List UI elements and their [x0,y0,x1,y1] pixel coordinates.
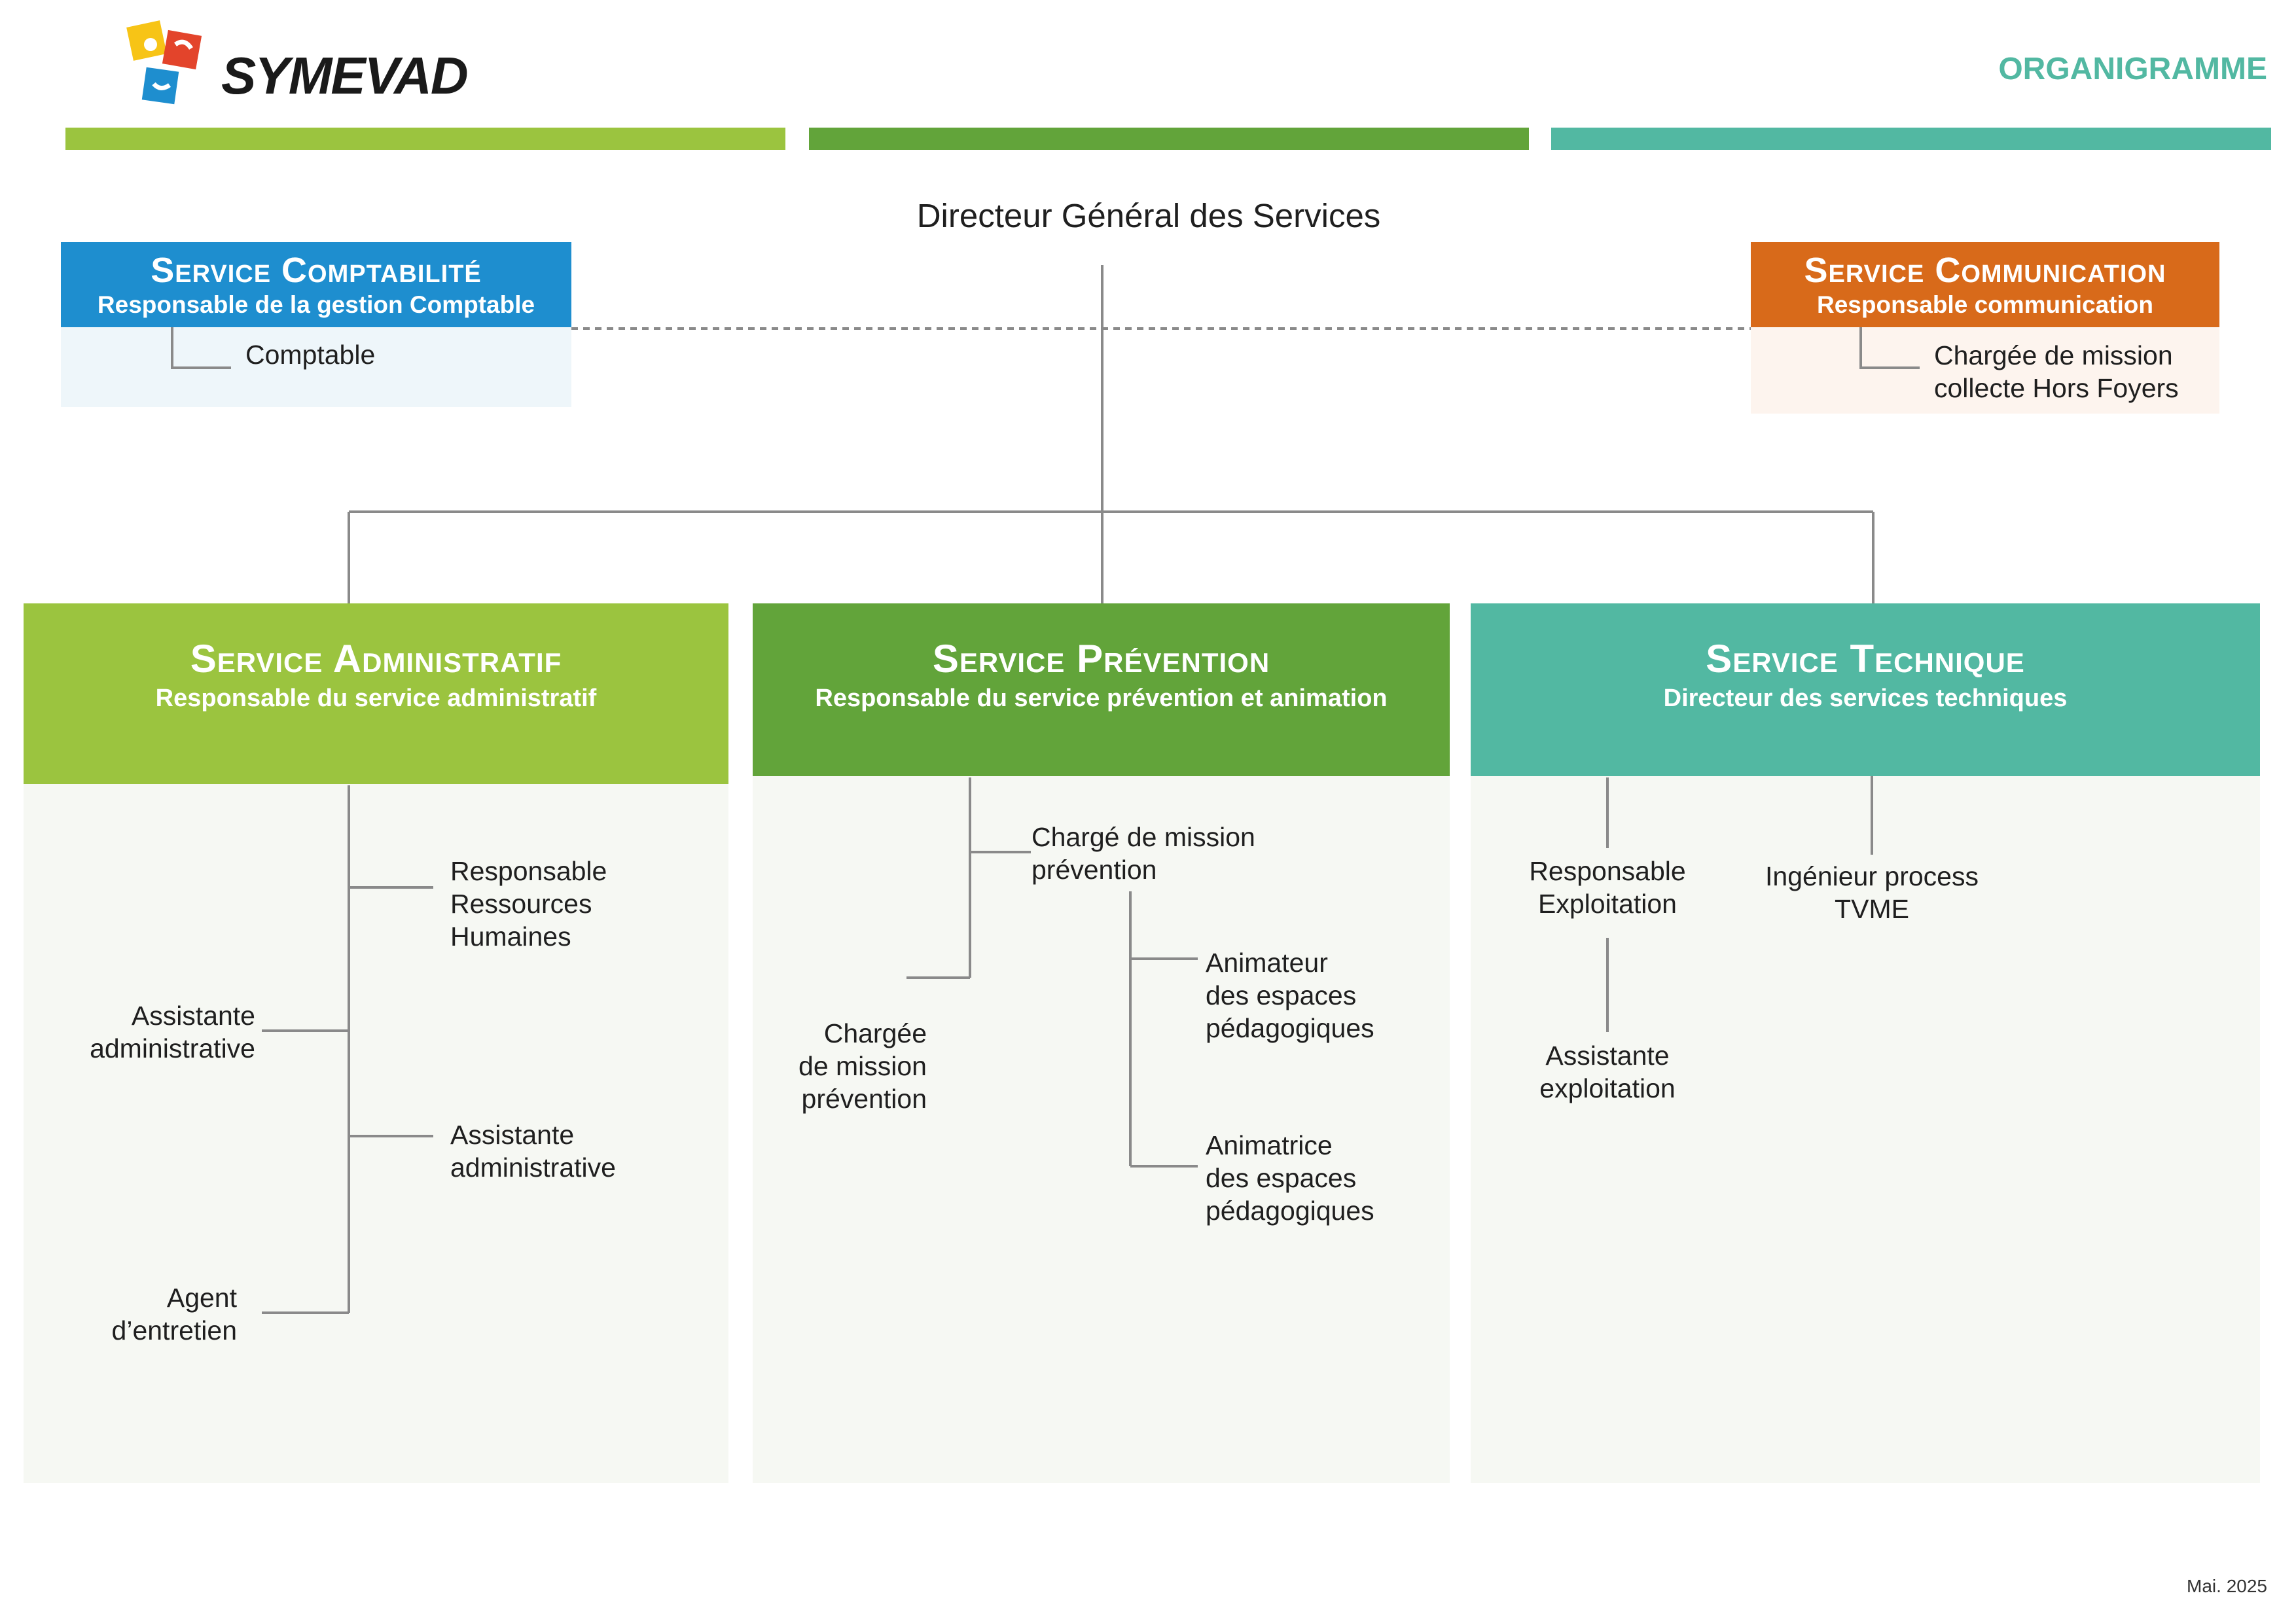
header-bar-3 [1551,128,2271,150]
chargee-mission-prevention-label: Chargée de mission prévention [798,1018,927,1114]
assistante-exploitation-label: Assistante exploitation [1539,1041,1676,1103]
technique-header: Service Technique Directeur des services… [1471,603,2260,776]
technique-subtitle: Directeur des services techniques [1663,685,2068,712]
header-bar-1 [65,128,785,150]
document-title: ORGANIGRAMME [1998,52,2267,86]
assistante-administrative-right-label: Assistante administrative [450,1120,616,1183]
comptable-label: Comptable [245,340,376,370]
administratif-header: Service Administratif Responsable du ser… [24,603,728,784]
administratif-panel [24,783,728,1483]
symevad-logo: SYMEVAD [124,18,491,116]
prevention-title: Service Prévention [932,637,1270,681]
logo-mark-icon [126,20,202,105]
director-title: Directeur Général des Services [916,197,1381,234]
administratif-subtitle: Responsable du service administratif [155,685,597,712]
footer-date: Mai. 2025 [2187,1576,2267,1596]
comptabilite-panel [61,327,571,407]
header-bar-2 [809,128,1529,150]
animatrice-espaces-label: Animatrice des espaces pédagogiques [1206,1130,1374,1226]
communication-panel [1751,327,2219,414]
prevention-subtitle: Responsable du service prévention et ani… [815,685,1388,712]
prevention-header: Service Prévention Responsable du servic… [753,603,1450,776]
assistante-administrative-left-label: Assistante administrative [90,1001,255,1063]
communication-subtitle: Responsable communication [1817,291,2153,318]
responsable-exploitation-label: Responsable Exploitation [1529,856,1686,919]
communication-title: Service Communication [1804,251,2166,290]
communication-header: Service Communication Responsable commun… [1751,242,2219,327]
brand-name: SYMEVAD [221,46,469,105]
technique-title: Service Technique [1706,637,2025,681]
chargee-mission-hors-foyers-label: Chargée de mission collecte Hors Foyers [1934,340,2179,403]
responsable-rh-label: Responsable Ressources Humaines [450,856,607,952]
technique-panel [1471,775,2260,1483]
administratif-title: Service Administratif [190,637,562,681]
comptabilite-subtitle: Responsable de la gestion Comptable [97,291,535,318]
animateur-espaces-label: Animateur des espaces pédagogiques [1206,948,1374,1043]
prevention-panel [753,775,1450,1483]
comptabilite-title: Service Comptabilité [151,251,482,290]
ingenieur-process-label: Ingénieur process TVME [1765,861,1979,924]
charge-mission-prevention-label: Chargé de mission prévention [1031,822,1255,885]
comptabilite-header: Service Comptabilité Responsable de la g… [61,242,571,327]
agent-entretien-label: Agent d’entretien [111,1283,237,1346]
